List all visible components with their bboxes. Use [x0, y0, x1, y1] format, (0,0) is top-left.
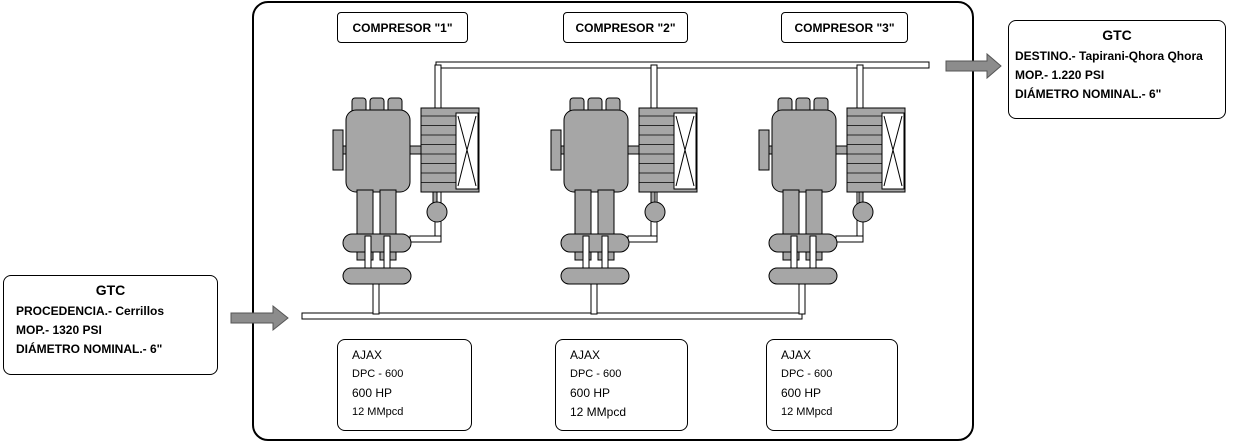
inlet-diameter: DIÁMETRO NOMINAL.- 6" — [16, 342, 163, 356]
outlet-title: GTC — [1102, 27, 1132, 43]
inlet-gtc-box: GTC PROCEDENCIA.- Cerrillos MOP.- 1320 P… — [3, 275, 218, 375]
compressor-2-specs: AJAX DPC - 600 600 HP 12 MMpcd — [555, 339, 688, 431]
compressor-1-discharge-link — [409, 235, 442, 243]
outlet-diameter: DIÁMETRO NOMINAL.- 6" — [1015, 87, 1162, 101]
inlet-origin: PROCEDENCIA.- Cerrillos — [16, 304, 165, 318]
compressor-1-specs: AJAX DPC - 600 600 HP 12 MMpcd — [337, 339, 472, 431]
compressor-3-skid-pipe-b — [809, 235, 817, 273]
compressor-1-label: COMPRESOR "1" — [337, 12, 468, 43]
spec-brand: AJAX — [570, 348, 601, 362]
compressor-3-cooler-fan-icon — [883, 115, 903, 187]
compressor-1-lower-skid — [342, 267, 412, 285]
spec-capacity: 12 MMpcd — [781, 406, 833, 418]
compressor-1-scrubber — [426, 201, 448, 223]
compressor-1-flywheel — [332, 129, 344, 171]
spec-power: 600 HP — [570, 386, 611, 400]
compressor-2-label: COMPRESOR "2" — [563, 12, 688, 43]
compressor-1-upper-skid — [342, 233, 412, 253]
compressor-3-discharge-link — [835, 235, 864, 243]
compressor-3-scrubber — [852, 201, 874, 223]
spec-power: 600 HP — [781, 386, 822, 400]
compressor-2-scrubber — [644, 201, 666, 223]
spec-capacity: 12 MMpcd — [352, 406, 404, 418]
compressor-2-lower-skid — [560, 267, 630, 285]
compressor-2-skid-pipe-b — [601, 235, 609, 273]
compressor-3-engine-block — [771, 109, 837, 193]
outlet-destination: DESTINO.- Tapirani-Qhora Qhora — [1015, 49, 1203, 63]
compressor-2-discharge-link — [627, 235, 658, 243]
discharge-header-pipe — [435, 61, 930, 69]
outlet-arrow — [945, 52, 1002, 80]
compressor-3-specs: AJAX DPC - 600 600 HP 12 MMpcd — [766, 339, 898, 431]
spec-model: DPC - 600 — [570, 368, 622, 380]
spec-brand: AJAX — [781, 348, 812, 362]
spec-model: DPC - 600 — [352, 368, 404, 380]
inlet-arrow — [230, 304, 289, 332]
compressor-1-suction-riser — [372, 282, 380, 315]
compressor-1-cooler-fan-icon — [457, 115, 477, 187]
spec-power: 600 HP — [352, 386, 393, 400]
spec-model: DPC - 600 — [781, 368, 833, 380]
compressor-1-skid-pipe-b — [383, 235, 391, 273]
outlet-gtc-box: GTC DESTINO.- Tapirani-Qhora Qhora MOP.-… — [1008, 20, 1226, 119]
suction-header-pipe — [301, 312, 803, 320]
spec-brand: AJAX — [352, 348, 383, 362]
spec-capacity: 12 MMpcd — [570, 405, 627, 419]
compressor-2-skid-pipe-a — [582, 235, 590, 273]
compressor-2-cooler-fan-icon — [675, 115, 695, 187]
compressor-2-suction-riser — [590, 282, 598, 315]
inlet-mop: MOP.- 1320 PSI — [16, 323, 102, 337]
compressor-2-flywheel — [550, 129, 562, 171]
compressor-1-skid-pipe-a — [364, 235, 372, 273]
compressor-2-upper-skid — [560, 233, 630, 253]
compressor-1-engine-block — [345, 109, 411, 193]
compressor-3-upper-skid — [768, 233, 838, 253]
outlet-mop: MOP.- 1.220 PSI — [1015, 68, 1105, 82]
compressor-3-lower-skid — [768, 267, 838, 285]
compressor-3-label: COMPRESOR "3" — [781, 12, 908, 43]
compressor-3-suction-riser — [798, 282, 806, 315]
inlet-title: GTC — [95, 282, 126, 298]
compressor-3-flywheel — [758, 129, 770, 171]
compressor-2-engine-block — [563, 109, 629, 193]
compressor-3-skid-pipe-a — [790, 235, 798, 273]
